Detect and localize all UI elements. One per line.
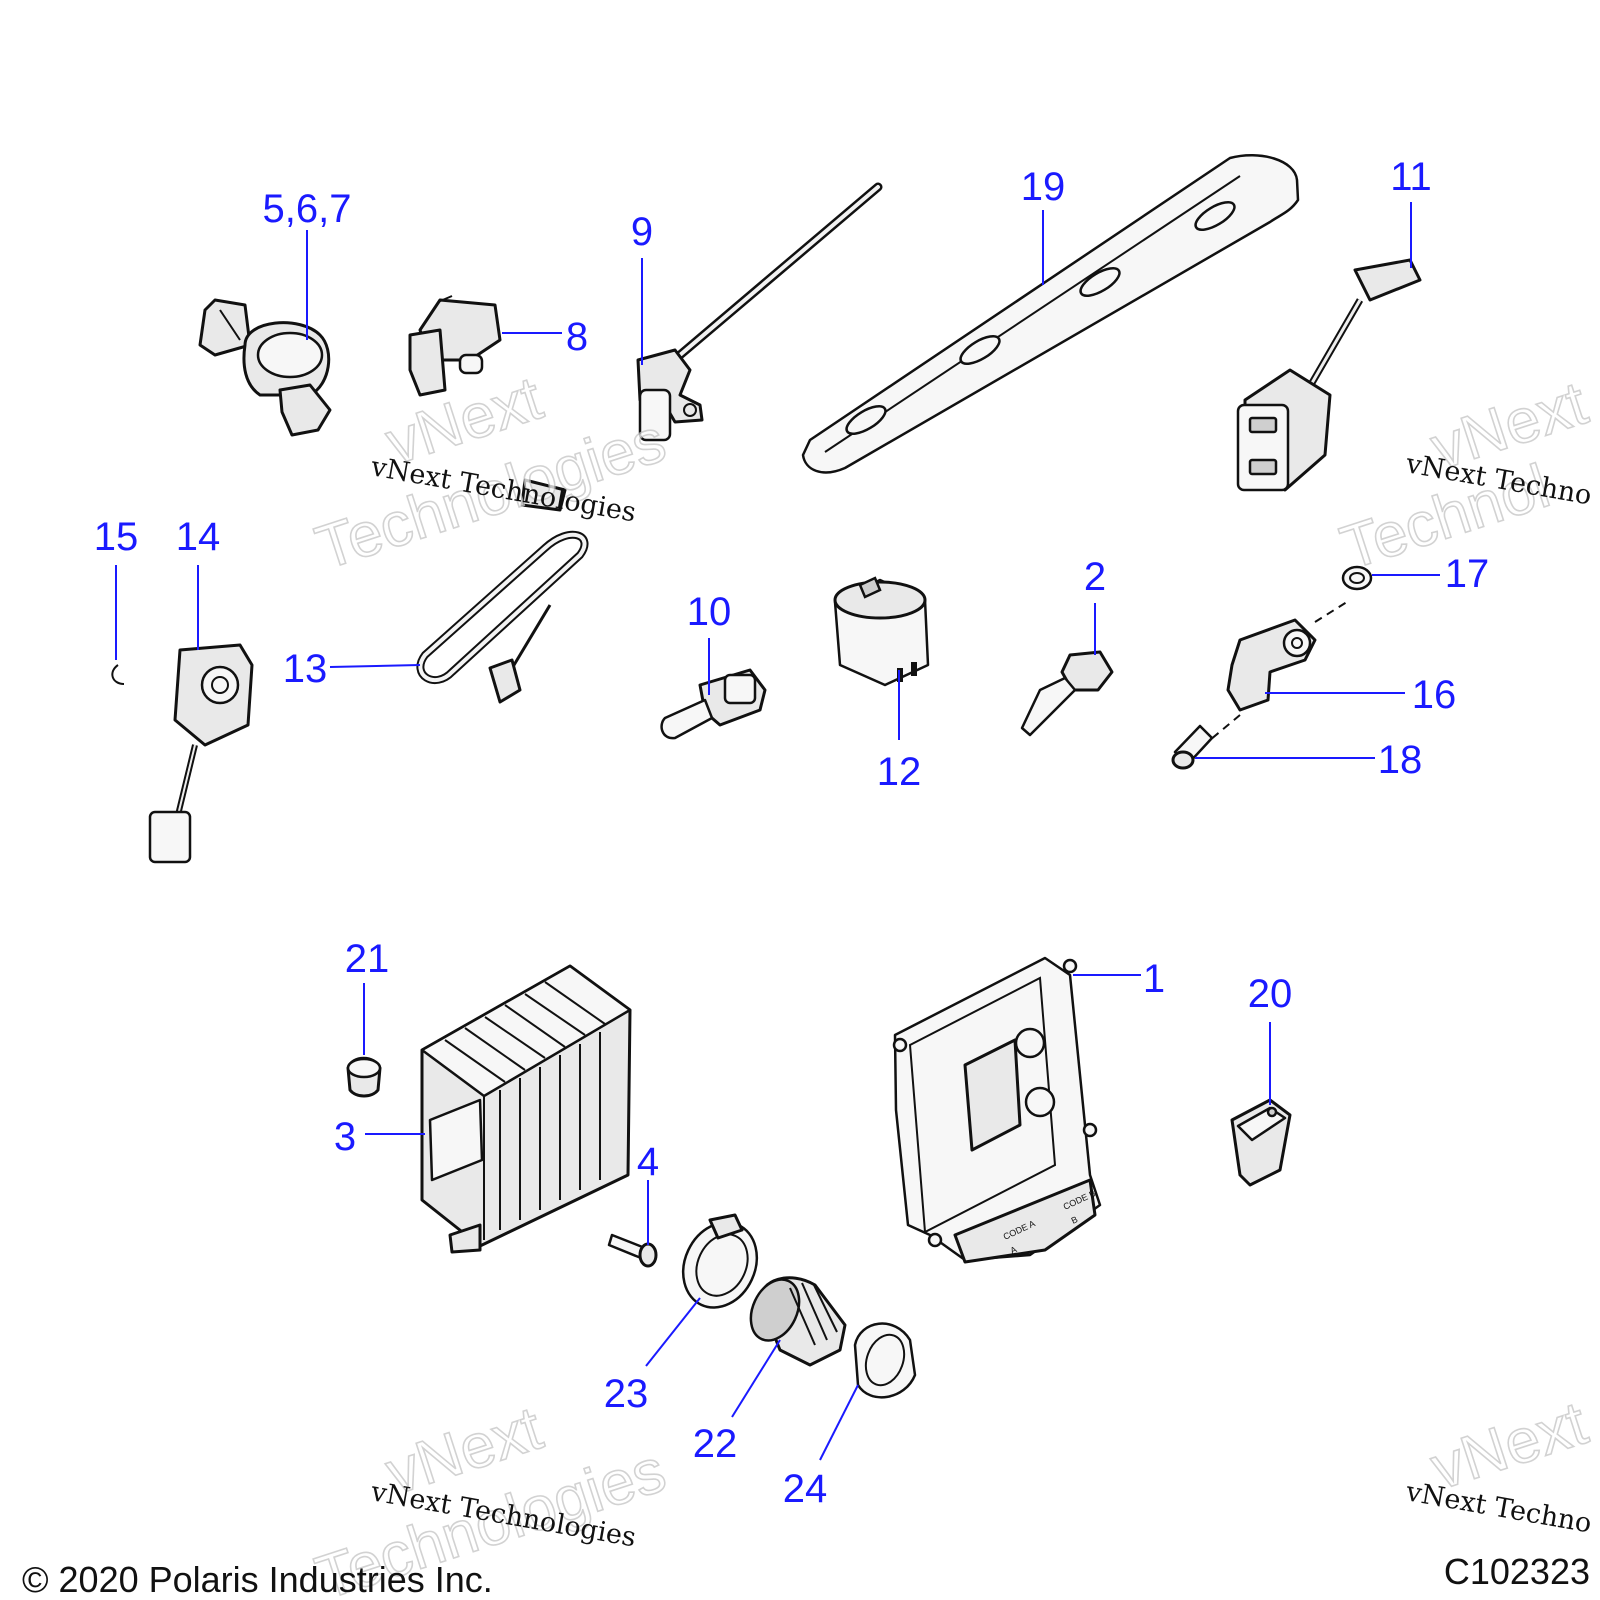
callout-labels: 5,6,7 8 9 19 11 15 14 13 10 12 2 17 16 1… xyxy=(94,155,1490,1511)
ecu-letter-b: B xyxy=(1070,1214,1080,1226)
callout-15: 15 xyxy=(94,515,139,559)
mounting-bracket-part xyxy=(801,154,1300,474)
copyright-notice: © 2020 Polaris Industries Inc. xyxy=(22,1559,493,1600)
speed-sensor-part xyxy=(1020,650,1114,737)
usb-socket-part xyxy=(1236,258,1422,492)
clamp-ring-part xyxy=(681,1213,759,1309)
callout-10: 10 xyxy=(687,590,732,634)
ecu-letter-a: A xyxy=(1009,1244,1019,1256)
watermark-bottom-right: vNext vNext Techno xyxy=(1403,1388,1596,1540)
crank-sensor-part xyxy=(636,182,883,442)
leader-lines xyxy=(115,202,1440,1461)
figure-code: C102323 xyxy=(1444,1551,1590,1592)
callout-1: 1 xyxy=(1143,957,1165,1001)
locking-nut-part xyxy=(853,1322,917,1399)
position-sensor-part xyxy=(148,643,254,864)
callout-19: 19 xyxy=(1021,165,1066,209)
callout-8: 8 xyxy=(566,315,588,359)
ecu-part: CODE A CODE B A B xyxy=(892,956,1102,1264)
callout-24: 24 xyxy=(783,1467,828,1511)
relay-part xyxy=(833,576,930,687)
connector-part xyxy=(749,1276,847,1367)
oxygen-sensor-part xyxy=(416,478,589,704)
callout-16: 16 xyxy=(1412,673,1457,717)
callout-12: 12 xyxy=(877,750,922,794)
callout-22: 22 xyxy=(693,1422,738,1466)
ignition-switch-part xyxy=(198,298,332,437)
retaining-clip-part xyxy=(111,664,125,685)
callout-3: 3 xyxy=(334,1115,356,1159)
watermark-top-left: vNext Technologies vNext Technologies xyxy=(307,363,674,584)
callout-4: 4 xyxy=(637,1140,659,1184)
callout-21: 21 xyxy=(345,937,390,981)
callout-5-6-7: 5,6,7 xyxy=(263,187,352,231)
bolt-part xyxy=(1171,724,1214,770)
callout-17: 17 xyxy=(1445,552,1490,596)
callout-20: 20 xyxy=(1248,972,1293,1016)
temperature-sensor-part xyxy=(660,668,767,740)
elbow-sensor-part xyxy=(1209,599,1351,741)
callout-9: 9 xyxy=(631,210,653,254)
callout-13: 13 xyxy=(283,647,328,691)
callout-11: 11 xyxy=(1390,155,1432,199)
rocker-switch-part xyxy=(1230,1098,1292,1187)
callout-18: 18 xyxy=(1378,738,1423,782)
o-ring-part xyxy=(1341,565,1373,591)
grommet-part xyxy=(346,1056,382,1098)
voltage-regulator-part xyxy=(420,964,632,1254)
map-sensor-part xyxy=(408,295,502,397)
callout-2: 2 xyxy=(1084,555,1106,599)
callout-14: 14 xyxy=(176,515,221,559)
callout-23: 23 xyxy=(604,1372,649,1416)
